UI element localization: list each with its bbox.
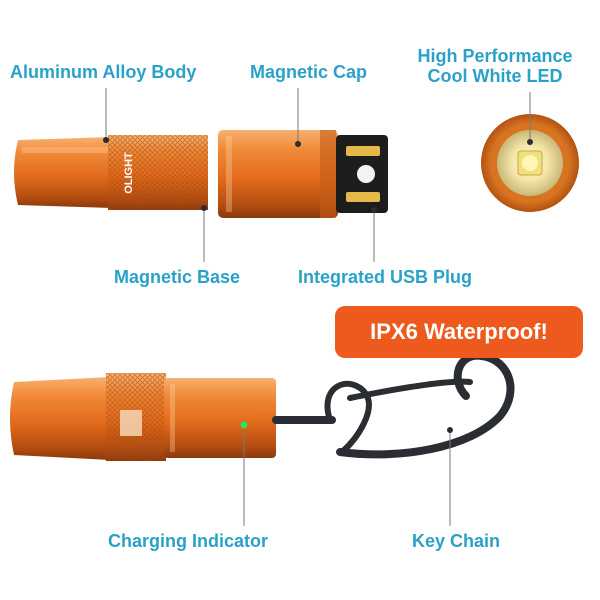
callout-charging-indicator: Charging Indicator — [108, 531, 269, 551]
usb-plug-art — [336, 135, 388, 213]
led-head-art — [481, 114, 579, 212]
callout-led-line1: High Performance — [417, 46, 573, 66]
brand-logo: OLIGHT — [123, 152, 135, 194]
charging-indicator-led — [240, 421, 248, 429]
callout-magnetic-base: Magnetic Base — [114, 267, 241, 287]
callout-key-chain: Key Chain — [412, 531, 501, 551]
callout-led-line2: Cool White LED — [427, 66, 563, 86]
leader-lines — [103, 88, 533, 526]
magnetic-cap-art — [218, 130, 338, 218]
flashlight-body: OLIGHT — [14, 135, 208, 210]
key-chain-art — [272, 351, 515, 459]
waterproof-badge: IPX6 Waterproof! — [335, 306, 583, 358]
assembled-flashlight — [10, 373, 276, 461]
callout-usb-plug: Integrated USB Plug — [298, 267, 473, 287]
callout-led: High Performance Cool White LED — [400, 46, 590, 86]
callout-magnetic-cap: Magnetic Cap — [250, 62, 368, 82]
callout-aluminum-body: Aluminum Alloy Body — [10, 62, 197, 82]
